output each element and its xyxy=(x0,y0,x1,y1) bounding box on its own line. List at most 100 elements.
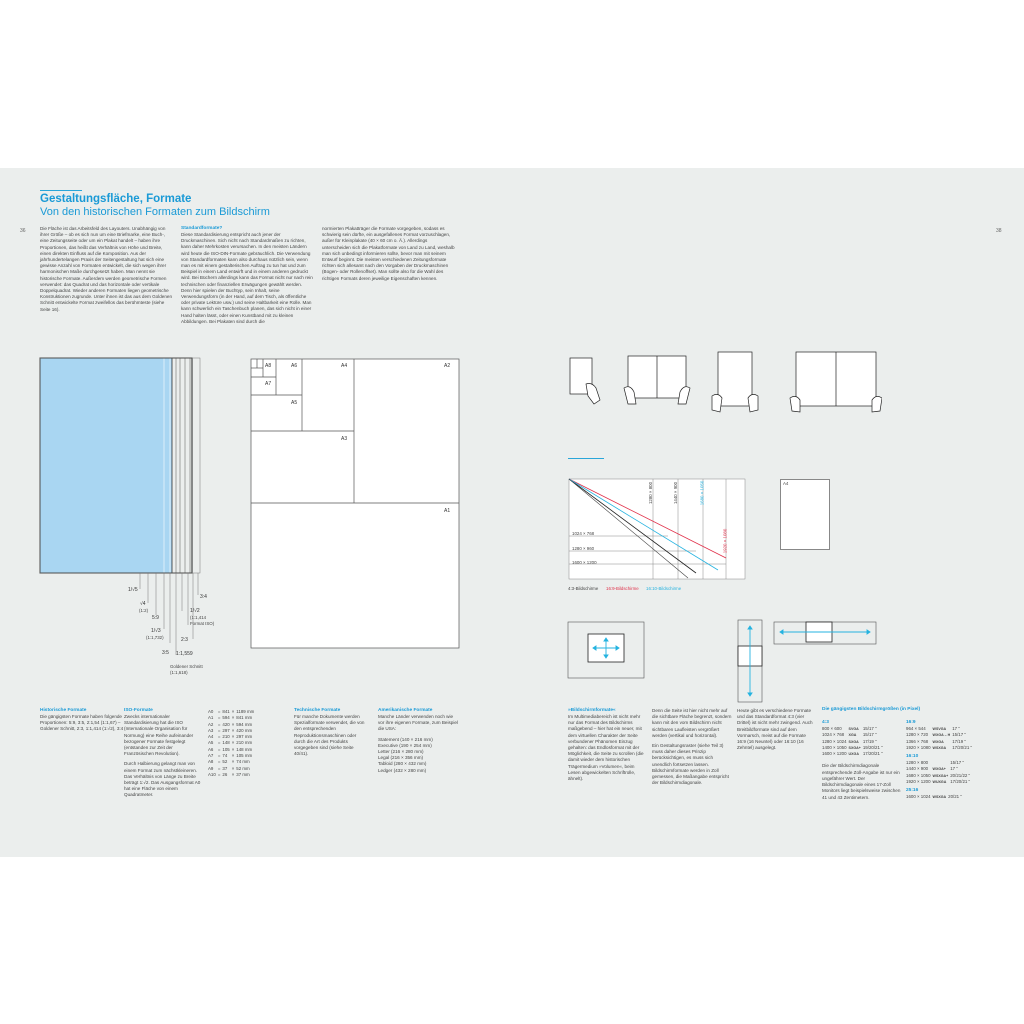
iso-cell: A7 xyxy=(208,753,214,759)
screen-16-9-cell: 1920 × 1080 xyxy=(906,744,931,750)
historic-formats-diagram xyxy=(39,357,201,655)
iso-cell: 74 xyxy=(222,753,228,759)
iso-cell: = xyxy=(217,734,221,740)
screen-row-label-1600: 1600 × 1200 xyxy=(572,560,597,565)
ratio-label-3-5: 3:5 xyxy=(162,650,169,656)
section-american-formats: Amerikanische Formate Manche Länder verw… xyxy=(378,708,458,774)
screen-legend-16-10: 16:10-Bildschirme xyxy=(646,586,682,591)
iso-cell: A8 xyxy=(208,759,214,765)
iso-cell: = xyxy=(217,753,221,759)
iso-cell: = xyxy=(217,709,221,714)
iso-text-1: Zwecks internationaler Standardisierung … xyxy=(124,714,194,757)
iso-cell: 297 mm xyxy=(236,734,253,740)
iso-row: A8=52×74 mm xyxy=(208,759,256,765)
screen-16-9-cell: 964 × 544 xyxy=(906,726,926,731)
screen-16-10-cell: 15/17 " xyxy=(950,760,965,766)
technical-text: Für manche Dokumente werden Spezialforma… xyxy=(294,714,365,757)
screen-16-9-cell: WSVGA xyxy=(932,727,947,731)
book-spread: Gestaltungsfläche, Formate Von den histo… xyxy=(0,168,1024,857)
iso-heading: ISO-Formate xyxy=(124,708,153,713)
iso-row: A10=26×37 mm xyxy=(208,772,256,778)
intro-col2-text: Diese Standardisierung entspricht auch j… xyxy=(181,232,313,324)
iso-cell: 37 xyxy=(222,765,228,771)
iso-row: A7=74×105 mm xyxy=(208,753,256,759)
iso-cell: × xyxy=(231,753,235,759)
screen-16-10-row: 1280 × 800 15/17 " xyxy=(906,760,972,766)
iso-cell: 148 xyxy=(222,740,230,746)
iso-row: A0=841×1189 mm xyxy=(208,709,256,715)
intro-column-2: Standardformate? Diese Standardisierung … xyxy=(181,226,314,325)
screen-4-3-cell: SXGA xyxy=(848,739,859,744)
iso-cell: = xyxy=(217,721,221,727)
iso-cell: × xyxy=(231,709,235,714)
iso-row: A6=105×148 mm xyxy=(208,747,256,753)
screen-16-9-cell: 17 " xyxy=(952,726,960,731)
iso-cell: 297 xyxy=(222,727,230,733)
screen-16-9-cell: WXGA – H xyxy=(932,733,951,738)
iso-label-a4: A4 xyxy=(341,363,348,369)
ratio-label-3-4: 3:4 xyxy=(200,594,207,600)
group-25-16-heading: 25:16 xyxy=(906,788,919,794)
iso-row: A5=148×210 mm xyxy=(208,740,256,746)
iso-label-a3: A3 xyxy=(341,436,348,442)
iso-cell: 105 xyxy=(222,746,230,752)
screen-16-10-cell: WXGA+ xyxy=(932,767,946,772)
group-16-9-heading: 16:9 xyxy=(906,720,916,725)
iso-cell: 105 mm xyxy=(236,753,253,759)
american-format-item: Executive (190 × 254 mm) xyxy=(378,742,432,748)
iso-cell: = xyxy=(217,765,221,771)
iso-cell: × xyxy=(231,740,235,746)
screen-4-3-cell: 15/17 " xyxy=(862,726,877,731)
ratio-label-sqrt2-sub2: Format ISO) xyxy=(190,621,215,626)
screen-16-10-cell: 1680 × 1050 xyxy=(906,772,931,778)
page-title: Gestaltungsfläche, Formate xyxy=(40,193,192,205)
iso-label-a6: A6 xyxy=(291,363,298,369)
iso-cell: 26 xyxy=(222,771,228,777)
screen-row-label-1280: 1280 × 960 xyxy=(572,546,595,551)
ratio-label-sqrt3-sub: (1:1,732) xyxy=(146,635,164,640)
screen-legend-4-3: 4:3-Bildschirme xyxy=(568,586,599,591)
section-screen-formats: »Bildschirmformate« Im Multimediabereich… xyxy=(568,708,646,782)
ratio-label-sqrt4: √4 xyxy=(140,601,146,607)
group-16-10-heading: 16:10 xyxy=(906,754,919,760)
iso-cell: 52 mm xyxy=(236,765,250,771)
section-iso-formats: ISO-Formate Zwecks internationaler Stand… xyxy=(124,708,202,799)
screen-4-3-cell: 17/19 " xyxy=(862,738,877,744)
diagonal-note: Die der Bildschirmdiagonale entsprechend… xyxy=(822,763,901,800)
intro-column-1: Die Fläche ist das Arbeitsfeld des Layou… xyxy=(40,226,173,312)
american-format-item: Letter (216 × 280 mm) xyxy=(378,749,424,755)
screen-16-9-cell: 15/17 " xyxy=(952,732,966,738)
iso-cell: A2 xyxy=(208,721,214,727)
iso-cell: A5 xyxy=(208,740,214,746)
screen-25-16-cell: WSXGA xyxy=(932,795,947,800)
iso-cell: = xyxy=(217,771,221,777)
screen-col2-text-a: Denn die Seite ist hier nicht mehr auf d… xyxy=(652,708,732,738)
ratio-label-sqrt2-sub: (1:1,414 xyxy=(190,615,207,620)
screen-4-3-cell: 19/20/21 " xyxy=(862,744,883,750)
iso-cell: 1189 mm xyxy=(236,709,255,714)
iso-cell: × xyxy=(231,759,235,765)
american-format-list: Statement (140 × 216 mm)Executive (190 ×… xyxy=(378,737,458,774)
screen-16-10-cell: 17/20/21 " xyxy=(950,779,971,785)
screen-4-3-cell: SXGA+ xyxy=(848,745,861,750)
screen-formats-text: Im Multimediabereich ist nicht mehr nur … xyxy=(568,714,644,782)
iso-cell: = xyxy=(217,759,221,765)
screen-16-10-cell: 1280 × 800 xyxy=(906,760,929,766)
intro-column-3: normierten Plakatträger die Formate vorg… xyxy=(322,226,455,281)
iso-cell: × xyxy=(231,727,235,733)
iso-cell: 420 mm xyxy=(236,727,253,733)
screen-16-9-cell: 17/19 " xyxy=(952,738,966,744)
screen-4-3-cell: 1024 × 768 xyxy=(822,732,845,738)
ratio-label-golden: Goldener Schnitt xyxy=(170,664,203,669)
iso-cell: = xyxy=(217,727,221,733)
